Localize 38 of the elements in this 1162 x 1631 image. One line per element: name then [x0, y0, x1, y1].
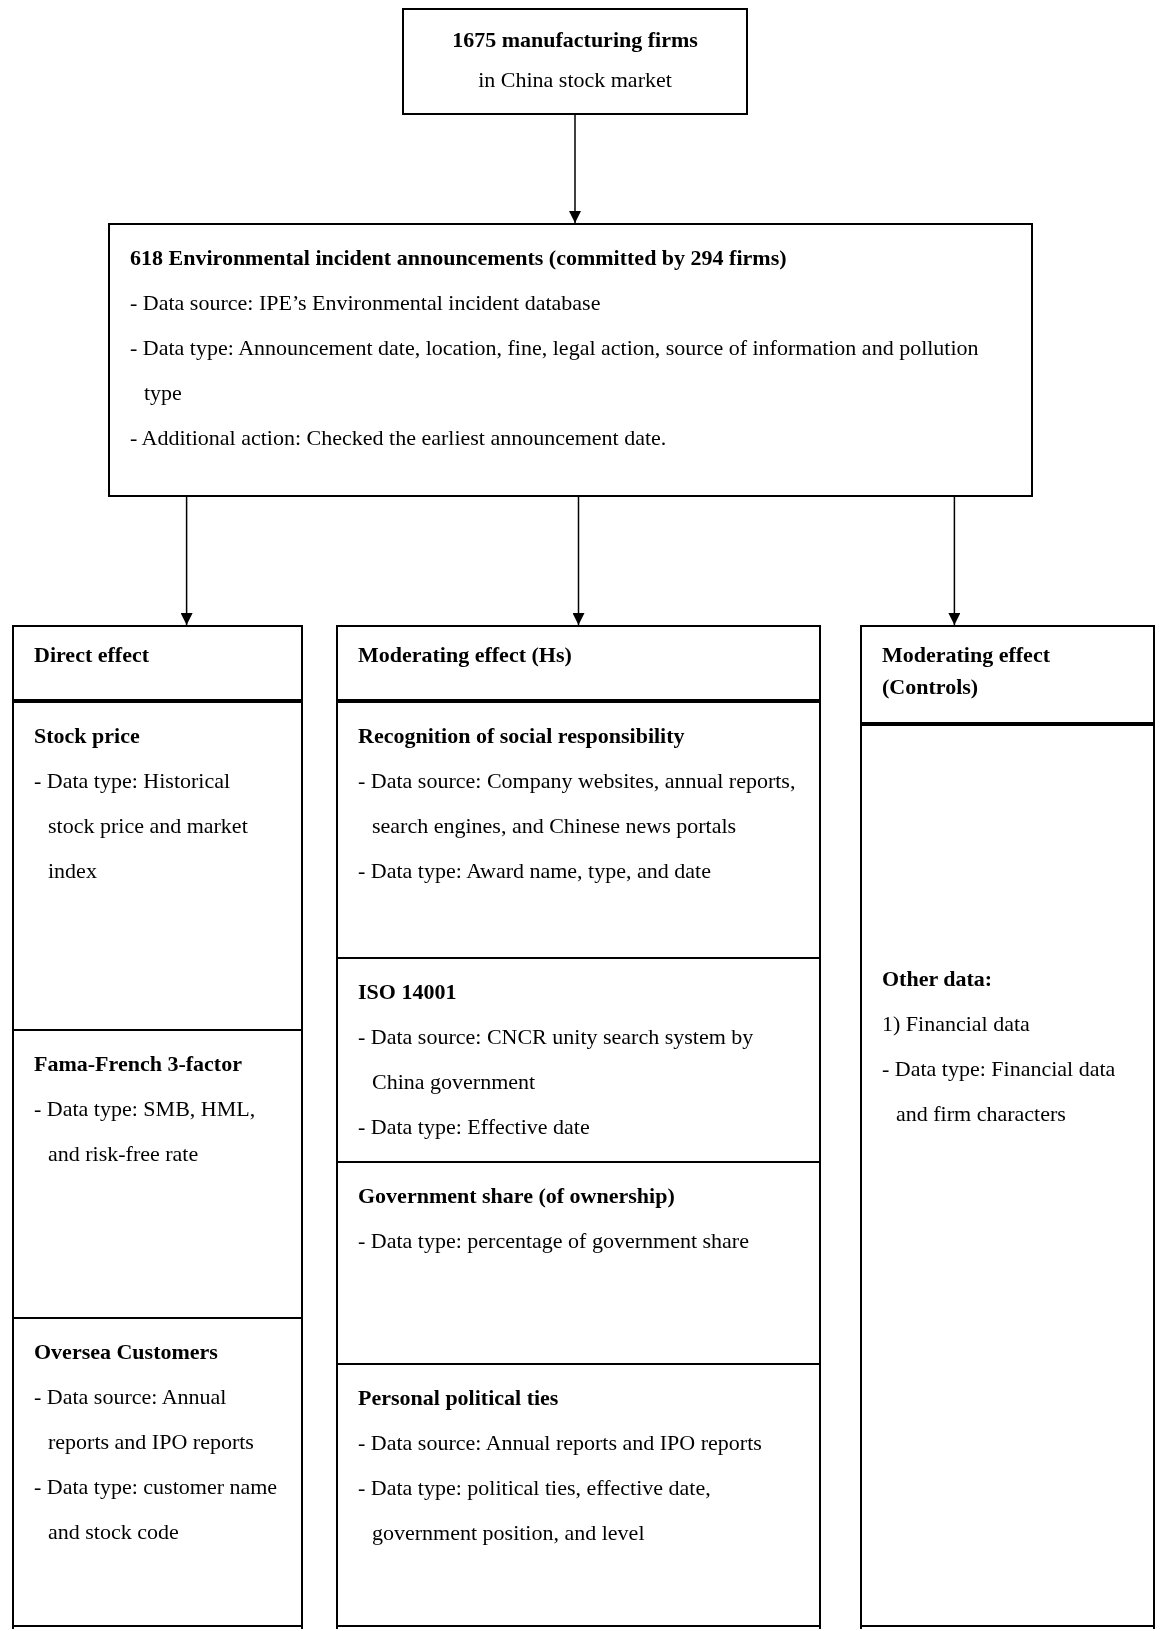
- body-text: - Data source: Company websites, annual reports, search engines, and Chinese news portals: [358, 767, 797, 840]
- arrow: [180, 496, 193, 626]
- body-text: - Additional action: Checked the earliest announcement date.: [130, 424, 668, 452]
- body-text: - Data type: SMB, HML, and risk-free rate: [34, 1095, 257, 1168]
- body-text: - Data source: CNCR unity search system by China government: [358, 1023, 755, 1096]
- body-text: - Data type: Effective date: [358, 1113, 591, 1141]
- arrow: [569, 114, 581, 224]
- column-heading: Moderating effect (Hs): [358, 641, 573, 669]
- heading: Oversea Customers: [34, 1338, 219, 1366]
- body-text: - Data source: Annual reports and IPO reports: [358, 1429, 763, 1457]
- heading: Recognition of social responsibility: [358, 722, 686, 750]
- arrow: [572, 496, 585, 626]
- body-text: - Data type: Award name, type, and date: [358, 857, 712, 885]
- heading: Stock price: [34, 722, 141, 750]
- text-box: [402, 8, 748, 115]
- column-heading: Moderating effect (Controls): [882, 641, 1051, 701]
- body-text: - Data type: percentage of government share: [358, 1227, 750, 1255]
- heading: 1675 manufacturing firms: [451, 26, 699, 54]
- column-box: [336, 625, 821, 1629]
- arrow: [948, 496, 961, 626]
- body-text: - Data type: political ties, effective date, government position, and level: [358, 1474, 712, 1547]
- heading: Government share (of ownership): [358, 1182, 676, 1210]
- body-text: - Data type: Historical stock price and market index: [34, 767, 249, 885]
- column-heading: Direct effect: [34, 641, 150, 669]
- body-text: - Data type: Announcement date, location, fine, legal action, source of information and pollution type: [130, 334, 980, 407]
- body-text: in China stock market: [477, 66, 673, 94]
- body-text: - Data type: customer name and stock code: [34, 1473, 279, 1546]
- text-box: [108, 223, 1033, 497]
- body-text: - Data source: IPE’s Environmental incident database: [130, 289, 602, 317]
- body-text: 1) Financial data: [882, 1010, 1031, 1038]
- column-box: [12, 625, 303, 1629]
- heading: Personal political ties: [358, 1384, 560, 1412]
- heading: ISO 14001: [358, 978, 458, 1006]
- heading: 618 Environmental incident announcements (committed by 294 firms): [130, 244, 788, 272]
- heading: Other data:: [882, 965, 994, 993]
- heading: Fama-French 3-factor: [34, 1050, 243, 1078]
- body-text: - Data source: Annual reports and IPO reports: [34, 1383, 255, 1456]
- body-text: - Data type: Financial data and firm characters: [882, 1055, 1117, 1128]
